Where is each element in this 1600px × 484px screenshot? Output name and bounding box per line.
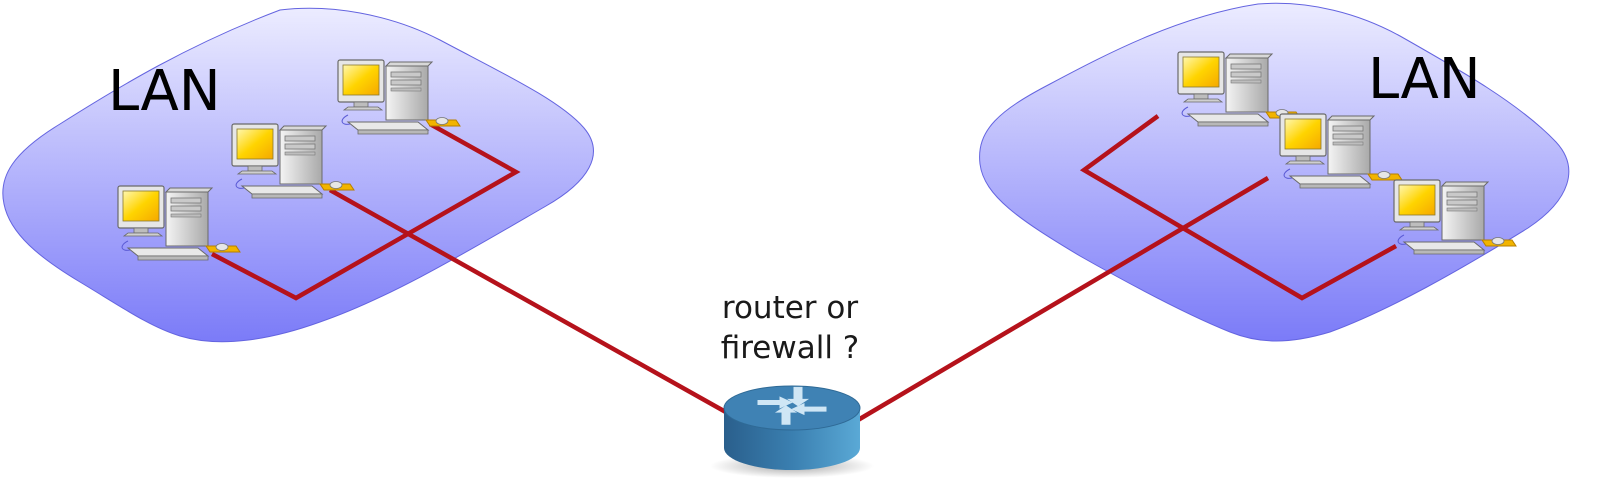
router-label-line1: router or [722, 290, 858, 326]
router-label-line2: firewall ? [721, 330, 860, 366]
lan-cable-right [1079, 114, 1398, 301]
uplink-cable-left [328, 188, 742, 422]
uplink-cable-right [856, 176, 1270, 422]
lan-area-right [979, 2, 1570, 342]
lan-label-left: LAN [108, 59, 221, 124]
router-icon[interactable] [710, 385, 874, 478]
lan-label-right: LAN [1368, 47, 1481, 112]
